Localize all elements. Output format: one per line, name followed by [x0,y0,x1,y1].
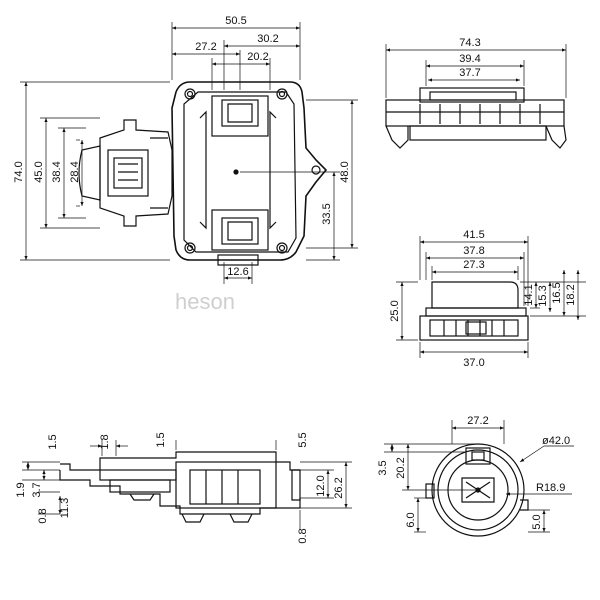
dim-27-2-round: 27.2 [467,415,488,427]
dim-1-8: 1.8 [99,434,111,449]
dim-27-2: 27.2 [195,41,216,53]
top-view-lamp-module [78,119,173,227]
dim-18-2: 18.2 [565,284,577,305]
dim-11-3: 11.3 [59,498,71,519]
dim-37-7: 37.7 [459,67,480,79]
dim-3-7: 3.7 [31,482,43,497]
dim-27-3: 27.3 [463,259,484,271]
dim-48-0: 48.0 [339,161,351,182]
dim-5-5: 5.5 [297,432,309,447]
dim-1-5-mid: 1.5 [155,432,167,447]
dim-25-0: 25.0 [389,300,401,321]
dim-74-3: 74.3 [459,37,480,49]
dim-12-6: 12.6 [227,266,248,278]
dim-6-0: 6.0 [405,512,417,527]
dim-1-5-left: 1.5 [47,434,59,449]
front-view-dimensions [396,236,586,358]
dim-0-8-bottom: 0.8 [297,528,309,543]
dim-74-0: 74.0 [13,161,25,182]
dim-20-2-round: 20.2 [395,457,407,478]
dim-28-4: 28.4 [69,161,81,182]
dim-37-8: 37.8 [463,245,484,257]
side-view-top-right [385,87,567,149]
round-view-labels: 27.2 ø42.0 R18.9 3.5 20.2 6.0 5.0 [377,415,570,530]
dim-diameter-42: ø42.0 [542,435,570,447]
front-view [419,281,529,341]
top-view-dimensions [20,22,358,284]
watermark-text: heson [175,289,235,314]
dim-33-5: 33.5 [321,203,333,224]
dim-30-2: 30.2 [257,33,278,45]
dim-37-0: 37.0 [463,357,484,369]
top-view-dim-labels: 50.5 30.2 27.2 20.2 74.0 45.0 38.4 28.4 … [13,15,351,278]
round-view-dimensions [384,420,574,533]
dim-41-5: 41.5 [463,229,484,241]
front-view-labels: 41.5 37.8 27.3 37.0 25.0 14.1 15.3 16.5 … [389,229,577,369]
dim-50-5: 50.5 [225,15,246,27]
side-view-bottom-dimensions [22,440,352,530]
dim-radius-18-9: R18.9 [536,482,565,494]
side-view-bottom-labels: 1.8 1.5 1.5 5.5 1.9 3.7 0.8 11.3 12.0 26… [15,432,345,543]
dim-39-4: 39.4 [459,53,480,65]
top-view [171,81,328,266]
side-view-top-right-dimensions [385,44,567,98]
dim-0-8-left: 0.8 [37,508,49,523]
side-view-bottom [59,451,301,523]
dim-45-0: 45.0 [33,161,45,182]
dim-38-4: 38.4 [51,161,63,182]
dim-20-2: 20.2 [247,51,268,63]
side-view-top-right-labels: 74.3 39.4 37.7 [459,37,480,79]
dim-5-0: 5.0 [531,514,543,529]
dim-16-5: 16.5 [551,282,563,303]
dim-15-3: 15.3 [537,285,549,306]
dim-3-5: 3.5 [377,460,389,475]
dim-1-9: 1.9 [15,482,27,497]
round-view [425,443,529,537]
dim-14-1: 14.1 [523,284,535,305]
dim-26-2: 26.2 [333,477,345,498]
dim-12-0: 12.0 [315,475,327,496]
